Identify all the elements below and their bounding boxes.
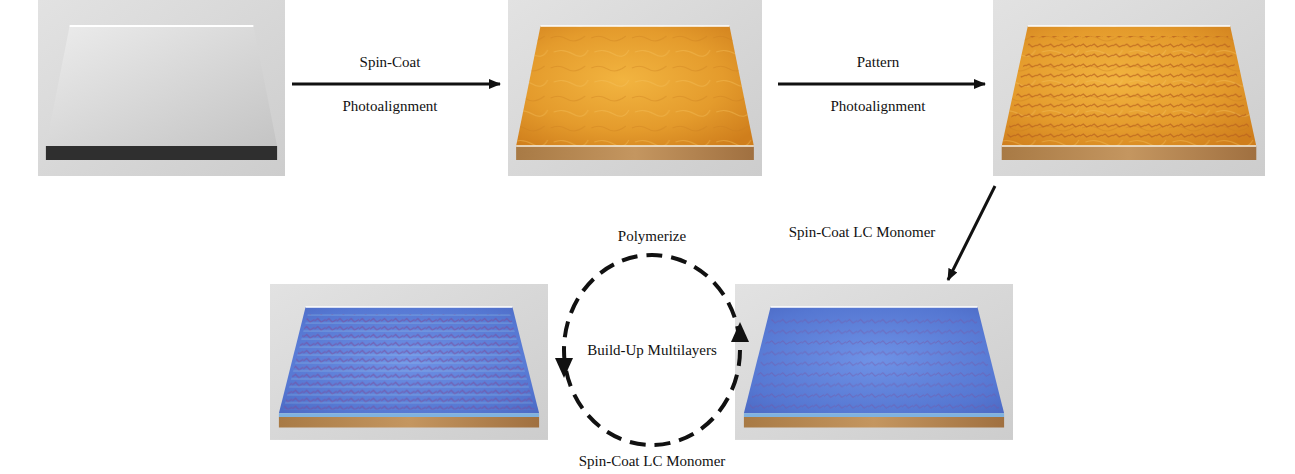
step-label: Photoalignment: [831, 97, 926, 115]
process-arrow: [948, 186, 995, 280]
patterned-layer-panel: [993, 0, 1265, 176]
step-label: Spin-Coat LC Monomer: [579, 452, 726, 470]
process-arrow: [778, 83, 985, 86]
cycle-arrowhead: [555, 358, 573, 378]
lc-monomer-panel: [735, 284, 1013, 440]
multilayer-panel: [270, 284, 548, 440]
substrate-panel: [38, 0, 285, 176]
step-label: Spin-Coat LC Monomer: [789, 223, 936, 241]
cycle-label: Build-Up Multilayers: [587, 341, 717, 360]
step-label: Spin-Coat: [360, 53, 421, 71]
cycle-arrowhead: [731, 322, 749, 342]
step-label: Pattern: [857, 53, 900, 71]
alignment-layer-panel: [508, 0, 762, 176]
step-label: Polymerize: [618, 227, 686, 245]
process-arrow: [292, 83, 500, 86]
node-text: Build-Up Multilayers: [587, 341, 717, 360]
step-label: Photoalignment: [343, 97, 438, 115]
cycle-loop: [564, 255, 740, 445]
